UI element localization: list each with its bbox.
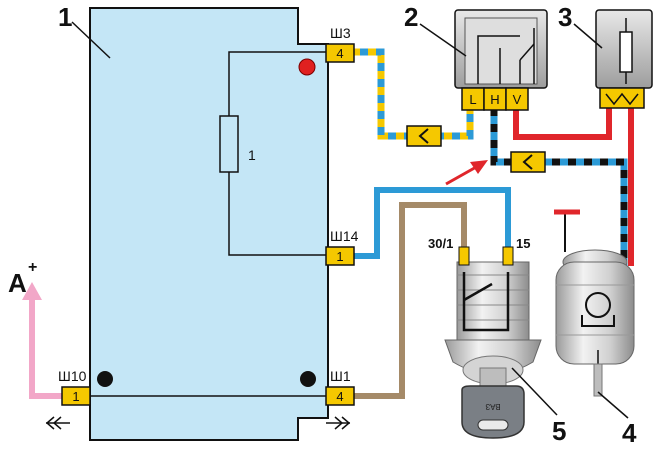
pin-sh14: 1 xyxy=(325,246,355,266)
pin-sh3: 4 xyxy=(325,43,355,63)
highlight-arrow xyxy=(445,160,488,186)
resistor-unit xyxy=(595,9,653,109)
label-unit-2: 2 xyxy=(404,2,418,32)
relay-face xyxy=(464,17,538,85)
leader-5 xyxy=(511,367,558,416)
motor-symbol xyxy=(585,292,611,318)
connector-sh14-label: Ш14 xyxy=(330,228,359,244)
wire-black-blue xyxy=(490,108,628,266)
svg-text:H: H xyxy=(490,92,499,107)
wire-pink xyxy=(29,298,62,399)
control-unit: 1 xyxy=(89,7,329,441)
wire-blue xyxy=(344,187,511,259)
svg-text:V: V xyxy=(513,92,522,107)
relay: L H V xyxy=(454,9,548,111)
pin-sh10: 1 xyxy=(61,386,91,406)
motor-ribs xyxy=(556,284,634,336)
ignition-ribs xyxy=(457,274,529,321)
wire-yellow-blue xyxy=(344,48,474,140)
power-label: A xyxy=(8,268,27,298)
fan-motor xyxy=(554,209,635,419)
motor-shaft xyxy=(593,363,603,397)
control-unit-body xyxy=(89,7,329,441)
leader-4 xyxy=(597,391,629,419)
inline-connector-yellow xyxy=(406,125,442,147)
fuse-symbol xyxy=(219,115,239,173)
wire-brown xyxy=(344,202,467,399)
terminal-15-label: 15 xyxy=(516,236,530,251)
pin-sh1: 4 xyxy=(325,386,355,406)
label-unit-3: 3 xyxy=(558,2,572,32)
pin-sh10-number: 1 xyxy=(72,389,79,404)
ignition-housing xyxy=(456,261,530,345)
connector-sh3-label: Ш3 xyxy=(330,25,351,41)
pin-sh1-number: 4 xyxy=(336,389,343,404)
terminal-30-1-label: 30/1 xyxy=(428,236,453,251)
supply-arrow xyxy=(22,282,42,300)
indicator-led xyxy=(298,58,316,76)
wire-red-top xyxy=(513,108,612,140)
fuse-label: 1 xyxy=(248,147,256,163)
wires xyxy=(22,48,634,399)
label-unit-5: 5 xyxy=(552,416,566,446)
inline-connector-black xyxy=(510,151,546,173)
mount-dot-right xyxy=(300,371,316,387)
motor-body xyxy=(555,261,635,365)
key-shank xyxy=(479,367,507,389)
pin-sh3-number: 4 xyxy=(336,46,343,61)
relay-pin-h: H xyxy=(483,87,507,111)
key-brand-text: ВАЗ xyxy=(485,402,500,411)
terminal-15 xyxy=(502,246,514,266)
ignition-contact xyxy=(462,272,510,332)
label-unit-4: 4 xyxy=(622,418,637,448)
relay-contacts xyxy=(477,28,535,84)
ignition-switch: 30/1 15 ВАЗ xyxy=(428,236,558,439)
mount-dot-left xyxy=(97,371,113,387)
relay-pin-l: L xyxy=(461,87,485,111)
connector-sh1-label: Ш1 xyxy=(330,368,351,384)
power-sign: + xyxy=(28,259,37,276)
connector-sh10-label: Ш10 xyxy=(58,368,87,384)
pin-sh14-number: 1 xyxy=(336,249,343,264)
relay-pin-v: V xyxy=(505,87,529,111)
resistor-pins xyxy=(599,87,645,109)
harness-mark-right xyxy=(326,416,351,430)
svg-text:L: L xyxy=(469,92,476,107)
label-unit-1: 1 xyxy=(58,2,72,32)
harness-mark-left xyxy=(45,416,70,430)
terminal-30-1 xyxy=(458,246,470,266)
resistor-symbol xyxy=(619,31,633,73)
